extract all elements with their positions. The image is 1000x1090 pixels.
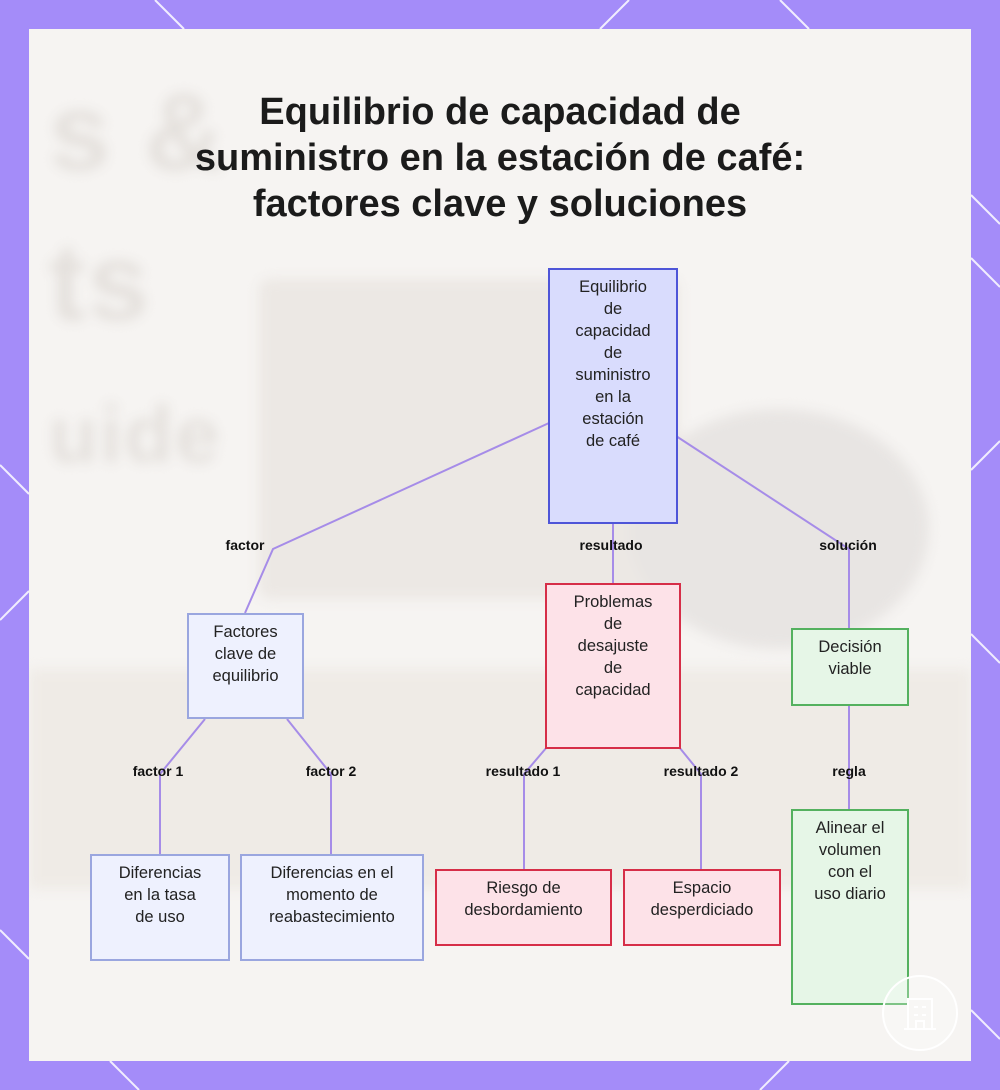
node-decision-viable: Decisión viable bbox=[791, 628, 909, 706]
edge-factores-momento bbox=[286, 718, 332, 854]
edge-problemas-espacio bbox=[678, 746, 702, 869]
diagram-canvas: s & ts uide Equilibrio de capacidad de s… bbox=[29, 29, 971, 1061]
edge-label-resultado: resultado bbox=[579, 537, 643, 553]
title-line: suministro en la estación de café: bbox=[194, 137, 806, 179]
edge-label-solucion: solución bbox=[819, 537, 877, 553]
logo-watermark bbox=[882, 975, 958, 1051]
edge-factores-tasa bbox=[159, 718, 206, 854]
edge-label-factor: factor bbox=[225, 537, 265, 553]
node-alinear-volumen: Alinear el volumen con el uso diario bbox=[791, 809, 909, 1005]
edge-label-factor-2: factor 2 bbox=[305, 763, 357, 779]
title-line: factores clave y soluciones bbox=[252, 183, 748, 225]
connector-lines bbox=[159, 422, 850, 869]
node-diferencias-momento: Diferencias en el momento de reabastecim… bbox=[240, 854, 424, 961]
edge-root-decision bbox=[675, 435, 850, 628]
node-diferencias-tasa: Diferencias en la tasa de uso bbox=[90, 854, 230, 961]
title-line: Equilibrio de capacidad de bbox=[259, 91, 741, 133]
node-espacio-desperdiciado: Espacio desperdiciado bbox=[623, 869, 781, 946]
edge-label-factor-1: factor 1 bbox=[132, 763, 184, 779]
edge-label-resultado-1: resultado 1 bbox=[485, 763, 561, 779]
node-problemas-desajuste: Problemas de desajuste de capacidad bbox=[545, 583, 681, 749]
node-root: Equilibrio de capacidad de suministro en… bbox=[548, 268, 678, 524]
edge-label-resultado-2: resultado 2 bbox=[663, 763, 739, 779]
edge-problemas-riesgo bbox=[523, 746, 548, 869]
node-factores-clave: Factores clave de equilibrio bbox=[187, 613, 304, 719]
edge-label-regla: regla bbox=[832, 763, 866, 779]
diagram-title: Equilibrio de capacidad de suministro en… bbox=[29, 89, 971, 227]
building-icon bbox=[904, 998, 936, 1030]
edge-root-factores bbox=[244, 422, 550, 614]
node-riesgo-desbordamiento: Riesgo de desbordamiento bbox=[435, 869, 612, 946]
